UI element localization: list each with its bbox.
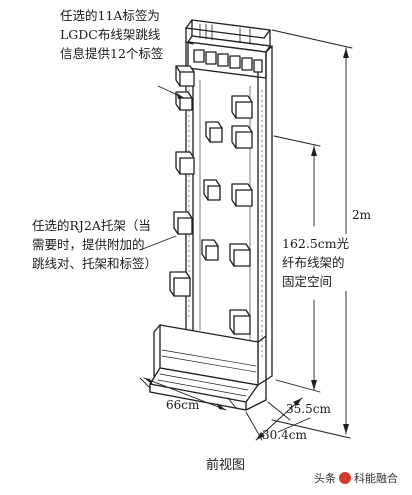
label-11a-tag: 任选的11A标签为 LGDC布线架跳线 信息提供12个标签	[60, 6, 163, 63]
dim-66-arrow-right	[217, 403, 226, 410]
label-11a-line-3: 信息提供12个标签	[60, 46, 164, 61]
dim-label-2m: 2m	[352, 208, 372, 222]
dim-depth-arrow-b	[293, 398, 302, 406]
dim-label-66cm: 66cm	[166, 398, 200, 412]
label-11a-line-1: 任选的11A标签为	[60, 8, 160, 23]
leader-arrow-11a	[177, 93, 184, 99]
label-rj2a-line-2: 需要时，提供附加的	[32, 237, 145, 252]
rack-top-housing	[185, 19, 271, 53]
watermark-handle: 科能融合	[354, 472, 398, 485]
watermark: 头条 科能融合	[314, 470, 398, 486]
dim-label-35-5cm: 35.5cm	[286, 402, 331, 416]
dimension-66	[139, 377, 237, 411]
back-panel	[199, 79, 251, 341]
label-space-line-3: 固定空间	[282, 274, 333, 289]
label-rj2a-line-1: 任选的RJ2A托架（当	[32, 218, 151, 233]
label-space-line-1: 162.5cm光	[282, 236, 350, 251]
dim-depth-arrow-a	[256, 432, 265, 440]
dim-2m-arrow-bottom	[343, 424, 349, 434]
label-rj2a-line-3: 跳线对、托架和标签）	[32, 256, 158, 271]
dimension-162-5	[273, 135, 321, 393]
dim-66-arrow-left	[144, 378, 153, 385]
watermark-prefix: 头条	[314, 472, 336, 485]
dim-162-arrow-bottom	[311, 380, 317, 390]
label-fixed-space: 162.5cm光 纤布线架的 固定空间	[282, 234, 350, 291]
left-brackets	[169, 65, 223, 297]
right-brackets	[229, 95, 253, 335]
top-label-panel	[187, 41, 267, 79]
rack-base	[149, 324, 273, 411]
dim-2m-arrow-top	[343, 48, 349, 58]
label-11a-line-2: LGDC布线架跳线	[60, 27, 161, 42]
dim-162-arrow-top	[311, 146, 317, 156]
caption-front-view: 前视图	[206, 458, 246, 473]
right-upright	[257, 45, 273, 381]
dim-label-30-4cm: 30.4cm	[262, 428, 307, 442]
watermark-logo-icon	[339, 472, 351, 484]
label-rj2a-bracket: 任选的RJ2A托架（当 需要时，提供附加的 跳线对、托架和标签）	[32, 216, 157, 273]
label-space-line-2: 纤布线架的	[282, 255, 345, 270]
